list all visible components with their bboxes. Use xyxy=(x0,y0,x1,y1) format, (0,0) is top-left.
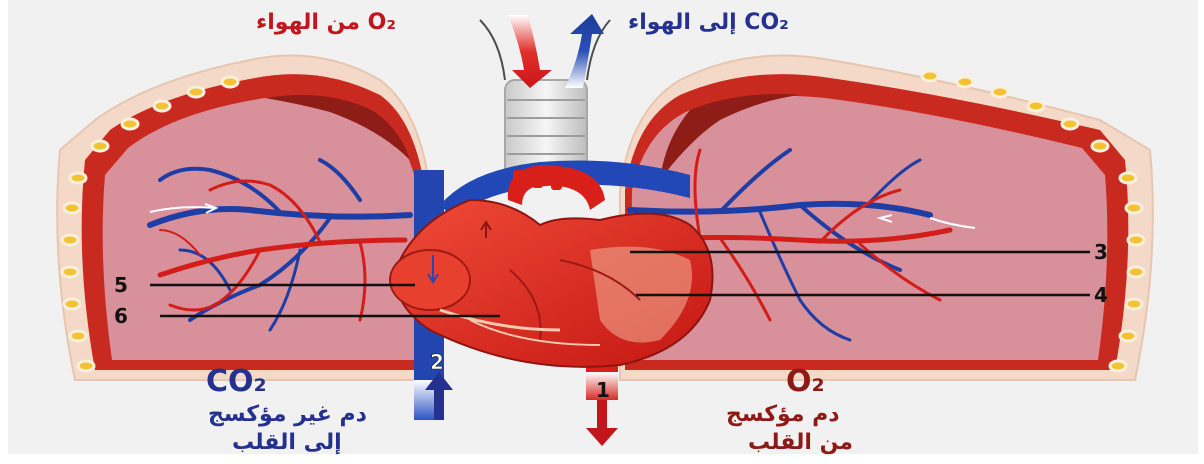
oxygen-from-air-label: O₂ من الهواء xyxy=(256,10,396,35)
to-heart-label: إلى القلب xyxy=(232,430,342,455)
co2-to-air-label: CO₂ إلى الهواء xyxy=(628,10,789,35)
deoxygenated-blood-label: دم غير مؤكسج xyxy=(208,402,367,427)
callout-4: 4 xyxy=(1094,283,1108,307)
callout-3: 3 xyxy=(1094,240,1108,264)
co2-formula-label: CO₂ xyxy=(206,364,267,399)
o2-formula-label: O₂ xyxy=(786,364,825,399)
callout-1: 1 xyxy=(596,378,610,402)
from-heart-label: من القلب xyxy=(748,430,853,455)
oxygenated-blood-label: دم مؤكسج xyxy=(726,402,840,427)
callout-2: 2 xyxy=(430,350,444,374)
callout-5: 5 xyxy=(114,273,128,297)
callout-6: 6 xyxy=(114,304,128,328)
